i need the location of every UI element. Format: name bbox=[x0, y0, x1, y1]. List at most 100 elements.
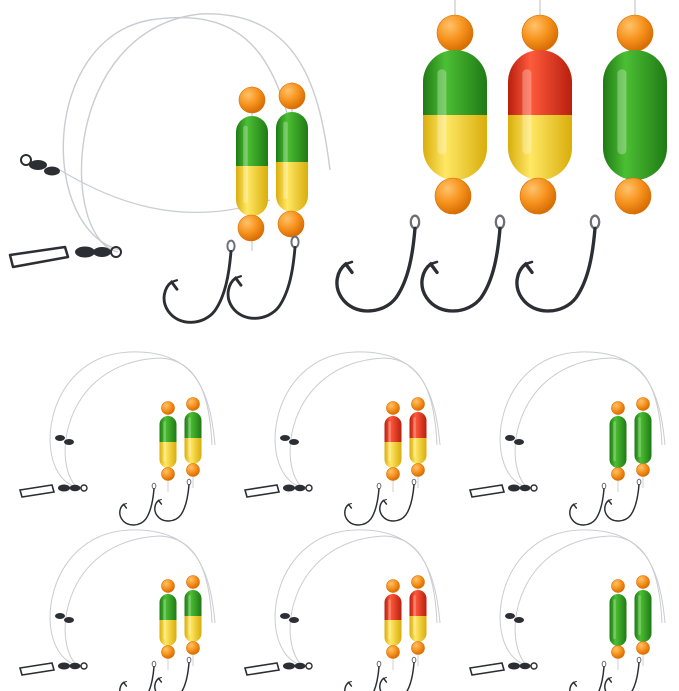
fishing-hook bbox=[119, 482, 157, 526]
swivel-ring bbox=[530, 662, 538, 670]
hook-barb bbox=[123, 502, 127, 505]
hook-barb bbox=[573, 680, 577, 683]
yellow-float-bottom bbox=[159, 620, 177, 646]
fishing-hook bbox=[226, 235, 300, 320]
hook-bend bbox=[226, 245, 297, 320]
leader-line bbox=[289, 535, 438, 669]
swivel-barrel bbox=[93, 247, 111, 257]
hook-bend bbox=[569, 666, 605, 691]
fishing-hook bbox=[569, 660, 607, 691]
float-assembly bbox=[379, 397, 427, 522]
leader-line bbox=[514, 535, 663, 669]
orange-bead bbox=[161, 401, 175, 415]
swivel-barrel bbox=[58, 662, 70, 670]
orange-bead bbox=[411, 575, 425, 589]
yellow-float-bottom bbox=[423, 115, 487, 180]
fishing-hook bbox=[420, 214, 506, 313]
hook-bend bbox=[569, 488, 605, 526]
red-float-top bbox=[508, 50, 572, 115]
orange-bead bbox=[238, 86, 266, 114]
hook-barb bbox=[524, 260, 534, 266]
hook-barb bbox=[608, 676, 612, 679]
swivel-barrel bbox=[519, 484, 531, 492]
orange-bead bbox=[611, 467, 625, 481]
float-assembly bbox=[119, 401, 177, 526]
orange-bead bbox=[636, 575, 650, 589]
orange-bead bbox=[186, 397, 200, 411]
fishing-hook bbox=[119, 660, 157, 691]
float-assembly bbox=[604, 397, 652, 522]
orange-bead bbox=[277, 210, 305, 238]
large-float-hook bbox=[420, 0, 572, 313]
hook-barb bbox=[123, 680, 127, 683]
float-assembly bbox=[344, 579, 402, 691]
snap-swivel bbox=[243, 662, 313, 676]
swivel-barrel bbox=[69, 484, 81, 492]
green-float-top bbox=[236, 116, 268, 166]
snap-swivel bbox=[468, 662, 538, 676]
hook-eye bbox=[409, 214, 421, 230]
snap-swivel bbox=[468, 484, 538, 498]
green-float-top bbox=[609, 594, 627, 620]
green-float-top bbox=[423, 50, 487, 115]
orange-bead bbox=[616, 14, 654, 52]
green-float-top bbox=[603, 50, 667, 115]
hook-bend bbox=[604, 484, 640, 522]
snap-clip bbox=[18, 484, 56, 498]
orange-bead bbox=[519, 177, 557, 215]
snap-swivel bbox=[18, 484, 88, 498]
snap-clip bbox=[468, 662, 506, 676]
swivel-ring bbox=[530, 484, 538, 492]
green-float-top bbox=[634, 590, 652, 616]
hook-bend bbox=[119, 488, 155, 526]
red-float-top bbox=[409, 590, 427, 616]
green-float-top bbox=[159, 416, 177, 442]
swivel-barrel bbox=[69, 662, 81, 670]
snap-clip bbox=[243, 484, 281, 498]
snap-swivel bbox=[18, 662, 88, 676]
swivel-ring bbox=[110, 246, 122, 258]
yellow-float-bottom bbox=[184, 616, 202, 642]
swivel-barrel bbox=[294, 484, 306, 492]
hook-barb bbox=[573, 502, 577, 505]
leader-line bbox=[80, 13, 331, 253]
orange-bead bbox=[411, 463, 425, 477]
hook-eye bbox=[601, 660, 607, 668]
hook-barb bbox=[383, 498, 387, 501]
fishing-hook bbox=[344, 482, 382, 526]
red-float-top bbox=[384, 416, 402, 442]
fishing-hook bbox=[379, 656, 417, 691]
float-assembly bbox=[162, 86, 268, 324]
hook-eye bbox=[411, 656, 417, 664]
leader-line bbox=[64, 535, 213, 669]
small-leader-rig bbox=[18, 529, 216, 691]
float-assembly bbox=[569, 579, 627, 691]
barrel-swivel bbox=[55, 613, 74, 623]
orange-bead bbox=[411, 641, 425, 655]
fishing-hook bbox=[515, 214, 601, 313]
yellow-float-bottom bbox=[409, 616, 427, 642]
barrel-swivel bbox=[280, 613, 299, 623]
orange-bead bbox=[278, 82, 306, 110]
swivel-ring bbox=[305, 662, 313, 670]
snap-clip bbox=[8, 245, 70, 269]
snap-swivel bbox=[243, 484, 313, 498]
hook-bend bbox=[604, 662, 640, 691]
green-float-bottom bbox=[609, 620, 627, 646]
barrel-swivel bbox=[505, 435, 524, 445]
hook-barb bbox=[429, 260, 439, 266]
hook-bend bbox=[515, 226, 597, 313]
hook-eye bbox=[186, 478, 192, 486]
leader-line bbox=[64, 357, 213, 491]
orange-bead bbox=[636, 463, 650, 477]
hook-bend bbox=[344, 666, 380, 691]
float-assembly bbox=[379, 575, 427, 691]
orange-bead bbox=[411, 397, 425, 411]
hook-barb bbox=[608, 498, 612, 501]
fishing-hook bbox=[154, 656, 192, 691]
green-float-top bbox=[609, 416, 627, 442]
large-float-hook bbox=[515, 0, 667, 313]
hook-eye bbox=[151, 482, 157, 490]
hook-barb bbox=[170, 279, 179, 284]
green-float-bottom bbox=[634, 616, 652, 642]
